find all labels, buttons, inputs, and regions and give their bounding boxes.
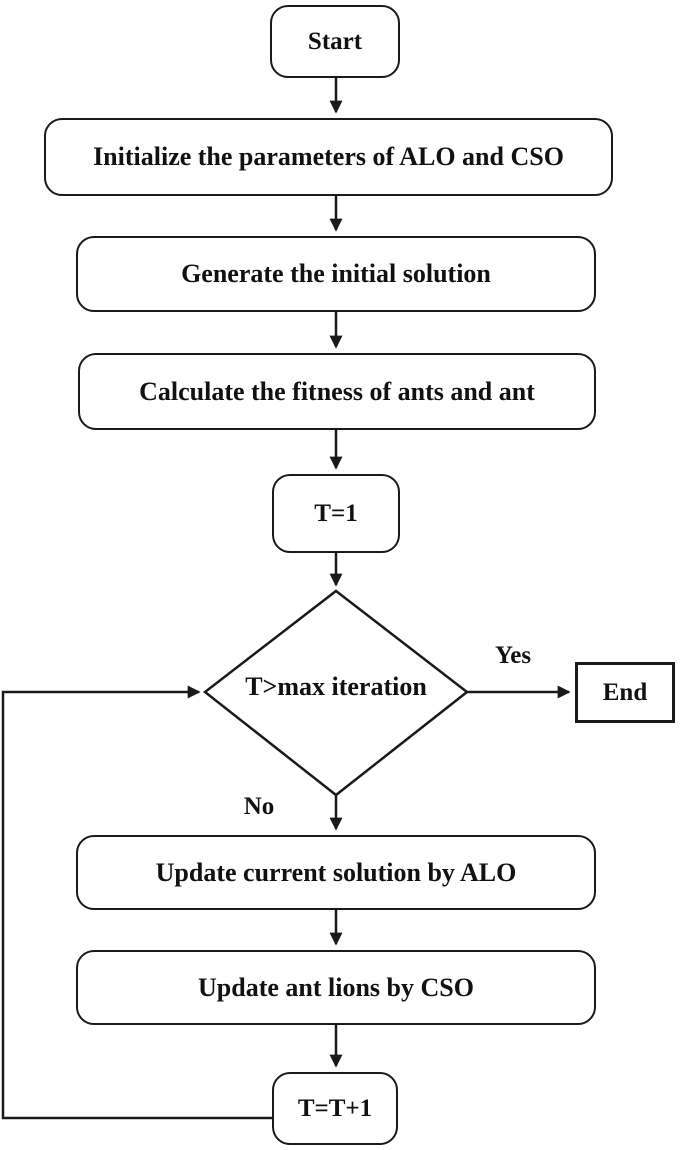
node-t-increment-label: T=T+1 (297, 1094, 373, 1122)
edge-label-no: No (243, 793, 275, 820)
node-generate-initial-solution: Generate the initial solution (76, 236, 596, 312)
node-update-solution-alo-label: Update current solution by ALO (155, 857, 517, 887)
node-start-label: Start (307, 27, 363, 55)
node-update-ant-lions-cso-label: Update ant lions by CSO (198, 972, 474, 1002)
node-initialize-parameters: Initialize the parameters of ALO and CSO (44, 118, 613, 196)
node-generate-initial-solution-label: Generate the initial solution (181, 259, 491, 288)
node-t-increment: T=T+1 (272, 1072, 398, 1145)
node-start: Start (270, 5, 400, 78)
node-update-solution-alo: Update current solution by ALO (76, 835, 596, 910)
node-decision-label: T>max iteration (245, 672, 427, 701)
arrow-loop-back-to-decision (1, 685, 272, 1120)
node-calculate-fitness-label: Calculate the fitness of ants and ant (139, 376, 535, 406)
node-calculate-fitness: Calculate the fitness of ants and ant (78, 353, 596, 430)
node-t-init-label: T=1 (314, 499, 358, 527)
node-initialize-parameters-label: Initialize the parameters of ALO and CSO (93, 142, 564, 171)
node-t-init: T=1 (272, 474, 400, 553)
node-end: End (575, 662, 675, 723)
node-end-label: End (602, 678, 648, 706)
edge-label-yes: Yes (494, 642, 532, 669)
node-update-ant-lions-cso: Update ant lions by CSO (76, 950, 596, 1025)
